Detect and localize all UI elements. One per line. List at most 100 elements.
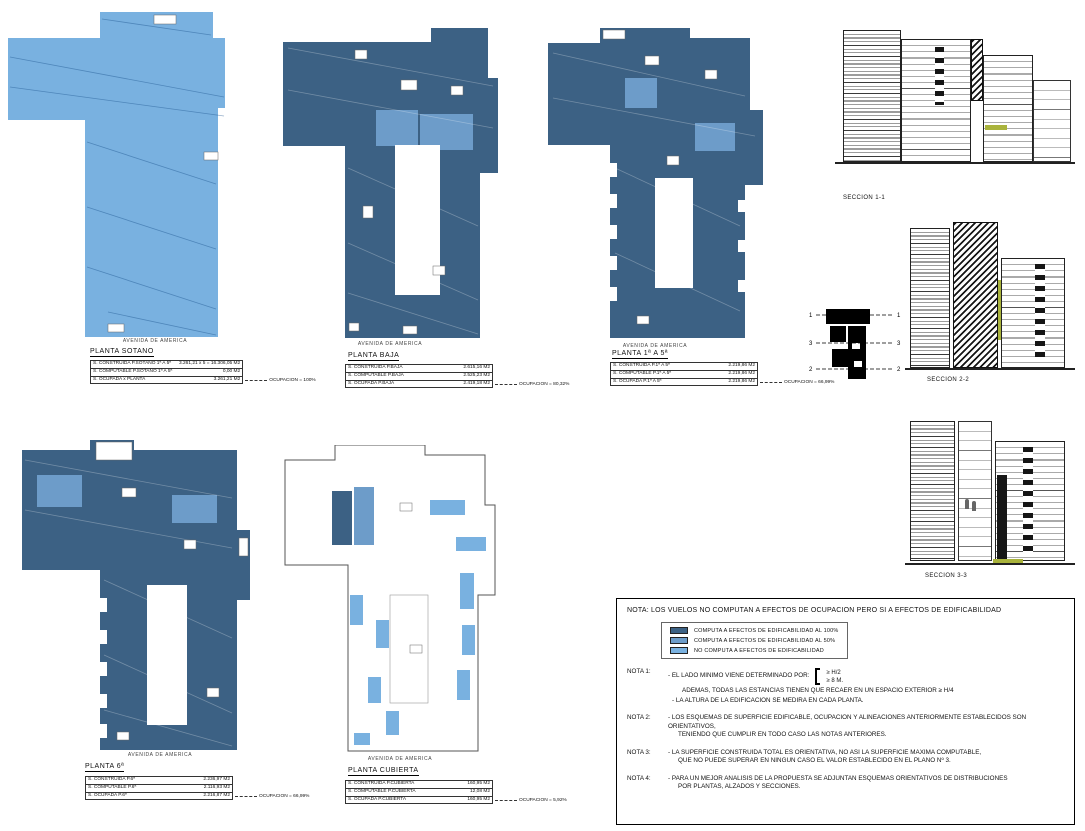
stat-label: S. CONSTRUIDA P.1ª A 5ª [613, 363, 670, 368]
nota-text: - PARA UN MEJOR ANALISIS DE LA PROPUESTA… [668, 774, 1008, 782]
occupation-note-p1: OCUPACION = 66,99% [758, 380, 834, 385]
stat-label: S. CONSTRUIDA P.6ª [88, 777, 136, 782]
nota1-options: ≥ H/2 ≥ 8 M. [826, 669, 843, 685]
street-label-sotano: AVENIDA DE AMERICA [122, 338, 188, 344]
svg-text:1: 1 [809, 313, 813, 319]
dash-connector [235, 796, 257, 798]
elevation-block [1001, 258, 1065, 368]
stat-value: 2.216,87 M2 [203, 792, 230, 798]
stats-row: S. OCUPADA P.6ª 2.216,87 M2 [86, 791, 232, 800]
nota-3: NOTA 3: - LA SUPERFICIE CONSTRUIDA TOTAL… [627, 749, 1064, 766]
stats-row: S. OCUPADA P.CUBIERTA 160,95 M2 [346, 795, 492, 804]
plan-title-baja: PLANTA BAJA [348, 352, 400, 361]
svg-text:2: 2 [897, 367, 901, 373]
elevation-block [843, 30, 901, 162]
section-label: SECCION 3-3 [925, 573, 968, 579]
legend-label: NO COMPUTA A EFECTOS DE EDIFICABILIDAD [694, 647, 824, 654]
cubierta-roof-elements [332, 487, 486, 745]
green-accent [993, 559, 1023, 563]
dash-connector [245, 380, 268, 382]
p1-hatch-lines [552, 52, 756, 312]
stats-row: S. CONSTRUIDA P.CUBIERTA 160,95 M2 [346, 781, 492, 788]
p1-balcony-notches [610, 163, 745, 301]
stat-value: 3.261,21 M2 [213, 376, 241, 382]
stats-row: S. COMPUTABLE P.CUBIERTA 12,08 M2 [346, 787, 492, 796]
stair-hatch [971, 39, 983, 101]
p6-core-boxes [116, 487, 249, 741]
stats-table-p1: S. CONSTRUIDA P.1ª A 5ª 2.219,86 M2 S. CO… [610, 362, 758, 387]
legend-row: COMPUTA A EFECTOS DE EDIFICABILIDAD AL 1… [670, 627, 839, 634]
planta-baja-drawing [283, 28, 498, 338]
stat-value: 2.219,86 M2 [728, 363, 755, 368]
stat-label: S. CONSTRUIDA P.SOTANO 1ª A 5ª [93, 361, 172, 366]
occupation-note-cubierta: OCUPACION = 5,92% [493, 798, 567, 803]
svg-text:3: 3 [897, 341, 901, 347]
notes-header: NOTA: LOS VUELOS NO COMPUTAN A EFECTOS D… [627, 607, 1002, 614]
core-shaft [997, 475, 1007, 561]
nota-label: NOTA 4: [627, 774, 651, 782]
stat-label: S. OCUPADA P.6ª [88, 792, 127, 798]
legend-swatch-none [670, 647, 688, 654]
occupation-value: OCUPACION = 80,32% [519, 382, 570, 388]
occupation-note-p6: OCUPACION = 66,99% [233, 794, 309, 799]
stat-value: 160,95 M2 [467, 796, 490, 802]
stat-label: S. OCUPADA P.CUBIERTA [348, 796, 407, 802]
edificability-legend: COMPUTA A EFECTOS DE EDIFICABILIDAD AL 1… [661, 622, 848, 659]
elevation-block [1033, 80, 1071, 162]
stat-label: S. COMPUTABLE P.BAJA [348, 372, 404, 378]
nota-1: NOTA 1: - EL LADO MINIMO VIENE DETERMINA… [627, 668, 1064, 705]
stat-label: S. CONSTRUIDA P.CUBIERTA [348, 781, 415, 786]
elevation-block [910, 421, 955, 561]
street-label-p6: AVENIDA DE AMERICA [127, 752, 193, 758]
stat-value: 160,95 M2 [467, 781, 490, 786]
p1-courtyard [655, 178, 693, 288]
nota-text: ADEMAS, TODAS LAS ESTANCIAS TIENEN QUE R… [682, 687, 954, 694]
dash-connector [495, 800, 517, 802]
ground-line [905, 563, 1075, 565]
stat-value: 12,08 M2 [469, 788, 490, 794]
p1-core-boxes [602, 29, 718, 325]
nota-label: NOTA 3: [627, 748, 651, 756]
p6-hatch-lines [24, 459, 233, 747]
nota-text: - LOS ESQUEMAS DE SUPERFICIE EDIFICABLE,… [668, 714, 1027, 730]
stat-label: S. COMPUTABLE P.1ª A 5ª [613, 370, 672, 376]
plan-title-p6: PLANTA 6ª [85, 763, 125, 772]
sotano-footprint [8, 12, 225, 337]
nota-body: - EL LADO MINIMO VIENE DETERMINADO POR: … [668, 668, 954, 705]
nota-text: POR PLANTAS, ALZADOS Y SECCIONES. [678, 783, 801, 790]
planta-1a5-drawing [548, 28, 763, 338]
stats-row: S. CONSTRUIDA P.6ª 2.236,97 M2 [86, 777, 232, 784]
plan-title-cubierta: PLANTA CUBIERTA [348, 767, 419, 776]
sotano-annotation-boxes [107, 14, 219, 333]
p6-balcony-notches [100, 598, 107, 738]
nota-4: NOTA 4: - PARA UN MEJOR ANALISIS DE LA P… [627, 775, 1064, 792]
section-label: SECCION 1-1 [843, 195, 886, 201]
legend-row: NO COMPUTA A EFECTOS DE EDIFICABILIDAD [670, 647, 839, 654]
stat-value: 2.615,16 M2 [463, 365, 490, 370]
baja-50pct-zones [376, 110, 473, 150]
stat-label: S. COMPUTABLE P.CUBIERTA [348, 788, 416, 794]
window-column [1023, 447, 1033, 555]
section-2-2: SECCION 2-2 [905, 220, 1075, 392]
p1-50pct-zones [625, 78, 735, 151]
stats-row: S. CONSTRUIDA P.1ª A 5ª 2.219,86 M2 [611, 363, 757, 370]
stat-value: 2.419,18 M2 [463, 380, 490, 386]
dash-connector [495, 384, 517, 386]
stat-label: S. COMPUTABLE P.SOTANO 1ª A 5ª [93, 368, 173, 374]
cubierta-courtyard-line [389, 594, 429, 704]
planta-sotano-drawing [8, 12, 225, 337]
plan-title-sotano: PLANTA SOTANO [90, 348, 154, 357]
stat-value: 2.219,86 M2 [728, 378, 755, 384]
stat-value: 2.236,97 M2 [203, 777, 230, 782]
nota-label: NOTA 2: [627, 714, 651, 721]
stats-p6: S. CONSTRUIDA P.6ª 2.236,97 M2 S. COMPUTA… [85, 776, 309, 801]
stats-table-cubierta: S. CONSTRUIDA P.CUBIERTA 160,95 M2 S. COM… [345, 780, 493, 805]
